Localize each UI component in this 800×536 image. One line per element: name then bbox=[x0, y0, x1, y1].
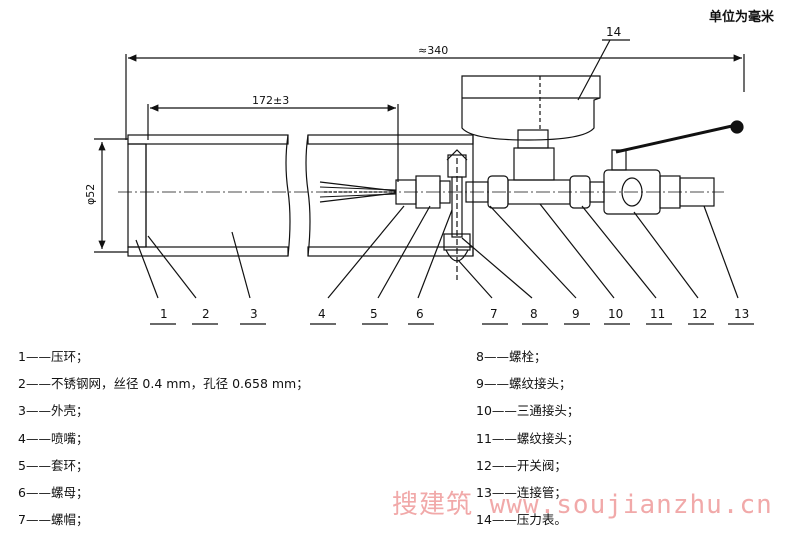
callout-1: 1 bbox=[160, 307, 168, 321]
legend-right: 8——螺栓； 9——螺纹接头； 10——三通接头； 11——螺纹接头； 12——… bbox=[476, 343, 579, 533]
legend-item-8: 8——螺栓； bbox=[476, 349, 547, 364]
legend-item-12: 12——开关阀； bbox=[476, 457, 567, 473]
callout-5: 5 bbox=[370, 307, 378, 321]
dim-diameter: φ52 bbox=[84, 184, 97, 205]
callout-6: 6 bbox=[416, 307, 424, 321]
callout-4: 4 bbox=[318, 307, 326, 321]
callout-8: 8 bbox=[530, 307, 538, 321]
callout-11: 11 bbox=[650, 307, 665, 321]
legend-item-1: 1——压环； bbox=[18, 349, 89, 364]
legend-item-6: 6——螺母； bbox=[18, 484, 89, 500]
callout-13: 13 bbox=[734, 307, 749, 321]
legend-item-5: 5——套环； bbox=[18, 457, 89, 473]
dim-segment-length: 172±3 bbox=[252, 94, 289, 107]
legend-item-14: 14——压力表。 bbox=[476, 512, 567, 528]
legend-item-2: 2——不锈钢网，丝径 0.4 mm，孔径 0.658 mm； bbox=[18, 376, 309, 392]
legend-item-13: 13——连接管； bbox=[476, 484, 567, 500]
legend-item-10: 10——三通接头； bbox=[476, 403, 580, 419]
callout-2: 2 bbox=[202, 307, 210, 321]
callout-14: 14 bbox=[606, 25, 621, 39]
callout-10: 10 bbox=[608, 307, 623, 321]
legend-item-11: 11——螺纹接头； bbox=[476, 430, 580, 446]
dim-overall-length: ≈340 bbox=[418, 44, 448, 57]
callout-3: 3 bbox=[250, 307, 258, 321]
callout-12: 12 bbox=[692, 307, 707, 321]
legend-item-7: 7——螺帽； bbox=[18, 512, 89, 528]
legend-item-9: 9——螺纹接头； bbox=[476, 376, 572, 392]
legend-item-4: 4——喷嘴； bbox=[18, 430, 89, 446]
unit-note: 单位为毫米 bbox=[708, 10, 774, 25]
legend-left: 1——压环； 2——不锈钢网，丝径 0.4 mm，孔径 0.658 mm； 3—… bbox=[18, 343, 309, 533]
legend-item-3: 3——外壳； bbox=[18, 403, 89, 419]
watermark: 搜建筑 www.soujianzhu.cn bbox=[392, 490, 773, 520]
callout-7: 7 bbox=[490, 307, 498, 321]
callout-9: 9 bbox=[572, 307, 580, 321]
